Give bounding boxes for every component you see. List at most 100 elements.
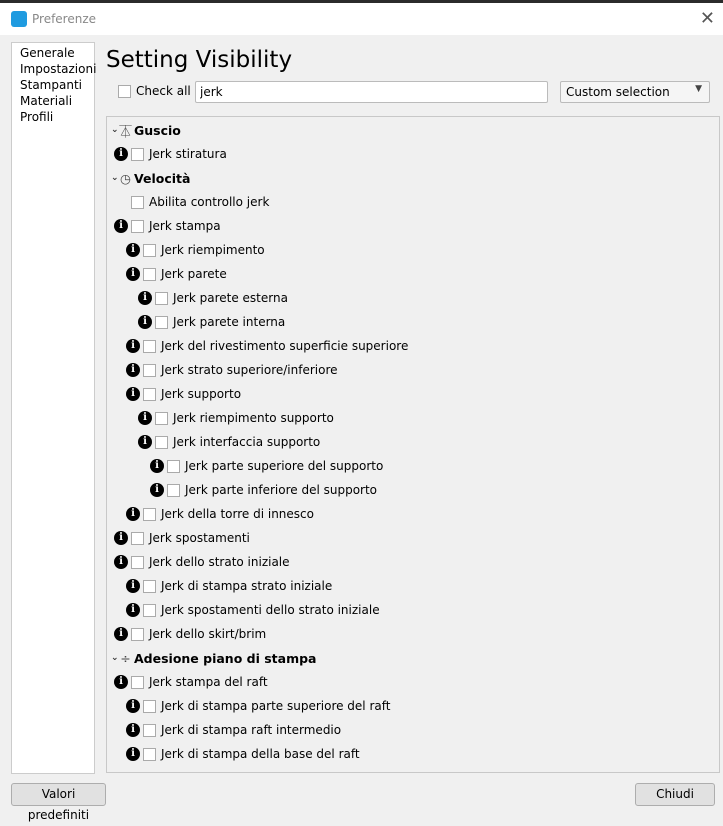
chevron-down-icon[interactable]: ⌄ [111, 125, 119, 135]
setting-label: Jerk stiratura [149, 147, 227, 161]
info-icon[interactable]: i [126, 747, 140, 761]
defaults-button[interactable]: Valori predefiniti [11, 783, 106, 822]
setting-label: Jerk spostamenti dello strato iniziale [161, 603, 380, 617]
setting-label: Abilita controllo jerk [149, 195, 270, 209]
setting-checkbox[interactable] [155, 435, 168, 449]
info-icon[interactable]: i [126, 699, 140, 713]
info-icon[interactable]: i [126, 507, 140, 521]
chevron-down-icon[interactable]: ⌄ [111, 173, 119, 183]
setting-checkbox[interactable] [131, 219, 144, 233]
setting-checkbox[interactable] [131, 555, 144, 569]
setting-checkbox[interactable] [143, 243, 156, 257]
setting-checkbox[interactable] [143, 363, 156, 377]
info-icon[interactable]: i [126, 243, 140, 257]
setting-checkbox[interactable] [131, 531, 144, 545]
setting-item: Abilita controllo jerk [107, 190, 719, 214]
category-header[interactable]: ⌄◷Velocità [107, 166, 719, 190]
sidebar-item-materiali[interactable]: Materiali [20, 94, 73, 108]
info-icon[interactable]: i [138, 315, 152, 329]
check-all[interactable]: Check all [118, 84, 191, 98]
setting-checkbox[interactable] [143, 603, 156, 617]
sidebar-item-impostazioni[interactable]: Impostazioni [20, 62, 97, 76]
check-all-label: Check all [136, 84, 191, 98]
info-icon[interactable]: i [114, 147, 128, 161]
info-icon[interactable]: i [126, 723, 140, 737]
setting-label: Jerk dello skirt/brim [149, 627, 267, 641]
info-icon[interactable]: i [126, 267, 140, 281]
setting-label: Jerk della torre di innesco [161, 507, 314, 521]
setting-item: i Jerk stiratura [107, 142, 719, 166]
setting-label: Jerk parte superiore del supporto [185, 459, 384, 473]
info-icon[interactable]: i [114, 675, 128, 689]
setting-item: i Jerk riempimento [107, 238, 719, 262]
setting-checkbox[interactable] [131, 627, 144, 641]
setting-checkbox[interactable] [143, 579, 156, 593]
close-window-icon[interactable]: ✕ [699, 8, 715, 29]
setting-checkbox[interactable] [155, 315, 168, 329]
title-bar: Preferenze ✕ [0, 0, 723, 35]
check-all-checkbox[interactable] [118, 84, 131, 98]
search-input[interactable] [195, 81, 548, 103]
setting-item: i Jerk stampa [107, 214, 719, 238]
sidebar: Generale Impostazioni Stampanti Material… [11, 42, 97, 774]
setting-checkbox[interactable] [143, 723, 156, 737]
info-icon[interactable]: i [126, 579, 140, 593]
setting-label: Jerk del rivestimento superficie superio… [161, 339, 409, 353]
setting-checkbox[interactable] [167, 483, 180, 497]
adhesion-icon: ÷ [120, 650, 131, 666]
sidebar-item-generale[interactable]: Generale [20, 46, 75, 60]
info-icon[interactable]: i [150, 459, 164, 473]
setting-label: Jerk di stampa strato iniziale [161, 579, 333, 593]
info-icon[interactable]: i [138, 291, 152, 305]
category-label: Velocità [134, 170, 191, 186]
info-icon[interactable]: i [114, 219, 128, 233]
setting-item: i Jerk di stampa della base del raft [107, 742, 719, 766]
setting-checkbox[interactable] [143, 387, 156, 401]
setting-label: Jerk stampa [149, 219, 221, 233]
setting-checkbox[interactable] [167, 459, 180, 473]
category-header[interactable]: ⌄÷Adesione piano di stampa [107, 646, 719, 670]
setting-label: Jerk riempimento [161, 243, 265, 257]
setting-checkbox[interactable] [131, 195, 144, 209]
visibility-preset-dropdown[interactable]: Custom selection ▼ [560, 81, 710, 103]
info-icon[interactable]: i [126, 339, 140, 353]
info-icon[interactable]: i [126, 603, 140, 617]
chevron-down-icon[interactable]: ⌄ [111, 653, 119, 663]
setting-checkbox[interactable] [143, 507, 156, 521]
setting-checkbox[interactable] [143, 747, 156, 761]
info-icon[interactable]: i [126, 363, 140, 377]
setting-checkbox[interactable] [143, 267, 156, 281]
setting-label: Jerk parete esterna [173, 291, 288, 305]
setting-label: Jerk di stampa della base del raft [161, 747, 360, 761]
category-label: Adesione piano di stampa [134, 650, 317, 666]
info-icon[interactable]: i [114, 627, 128, 641]
info-icon[interactable]: i [138, 435, 152, 449]
setting-checkbox[interactable] [131, 675, 144, 689]
category-header[interactable]: ⌄⏄Guscio [107, 118, 719, 142]
info-icon[interactable]: i [138, 411, 152, 425]
shell-icon: ⏄ [119, 123, 132, 139]
setting-checkbox[interactable] [143, 339, 156, 353]
info-icon[interactable]: i [114, 531, 128, 545]
setting-checkbox[interactable] [143, 699, 156, 713]
close-button[interactable]: Chiudi [635, 783, 715, 806]
setting-checkbox[interactable] [155, 411, 168, 425]
setting-checkbox[interactable] [131, 147, 144, 161]
setting-checkbox[interactable] [155, 291, 168, 305]
info-icon[interactable]: i [126, 387, 140, 401]
sidebar-item-profili[interactable]: Profili [20, 110, 54, 124]
info-icon[interactable]: i [114, 555, 128, 569]
sidebar-item-stampanti[interactable]: Stampanti [20, 78, 82, 92]
setting-item: i Jerk di stampa strato iniziale [107, 574, 719, 598]
info-icon[interactable]: i [150, 483, 164, 497]
